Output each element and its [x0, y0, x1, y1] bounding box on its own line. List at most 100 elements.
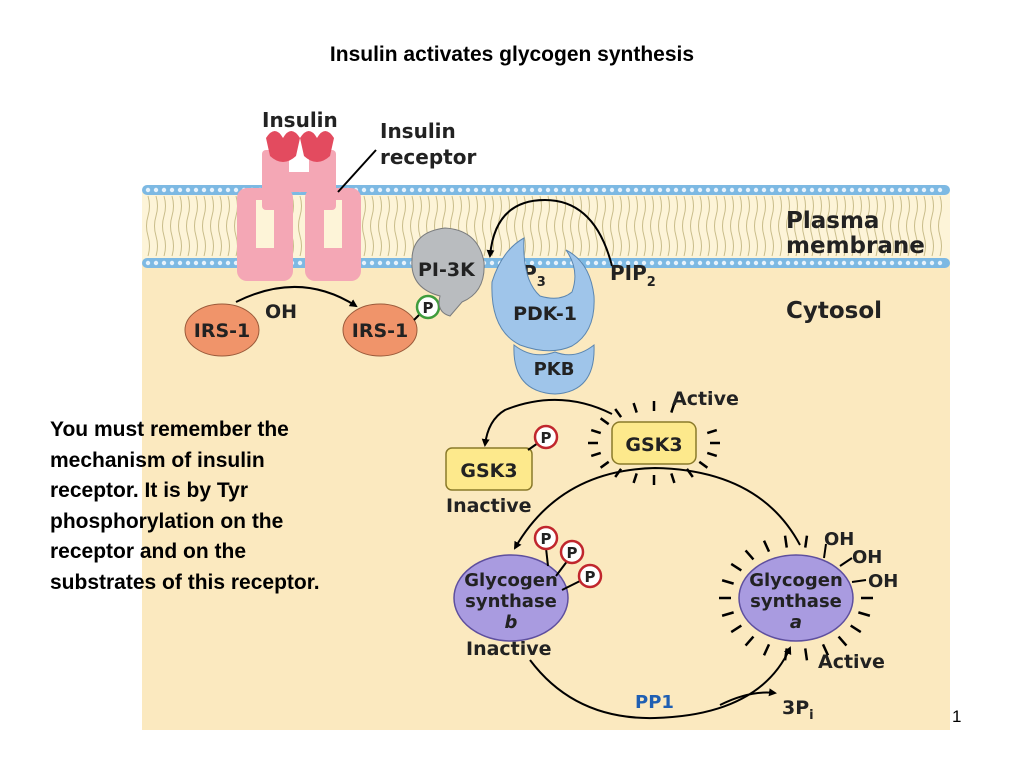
gs-b-label-1: Glycogen [464, 570, 558, 591]
activity-ray [762, 643, 771, 656]
membrane-head-dot [617, 187, 623, 193]
pi3k-label: PI-3K [418, 259, 476, 281]
membrane-head-dot [721, 187, 727, 193]
membrane-lipid-tail [738, 195, 742, 257]
membrane-head-dot [913, 187, 919, 193]
membrane-head-dot [729, 260, 735, 266]
membrane-lipid-tail [922, 195, 926, 257]
membrane-lipid-tail [386, 195, 390, 257]
membrane-head-dot [929, 187, 935, 193]
gs-phospho-badge-3 [577, 563, 603, 589]
membrane-lipid-tail [634, 195, 638, 257]
membrane-head-dot [409, 187, 415, 193]
insulin-receptor [237, 150, 361, 281]
membrane-lipid-tail [706, 195, 710, 257]
membrane-lipid-tail [186, 195, 190, 257]
membrane-head-dot [225, 187, 231, 193]
membrane-lipid-tail [850, 195, 854, 257]
membrane-lipid-tail [154, 195, 158, 257]
activity-ray [614, 408, 623, 418]
activity-ray [599, 417, 610, 426]
membrane-head-dot [793, 187, 799, 193]
membrane-lipid-tail [586, 195, 590, 257]
membrane-head-dot [513, 187, 519, 193]
gs-a-label-3: a [790, 612, 802, 633]
membrane-lipid-tail [546, 195, 550, 257]
membrane-head-dot [537, 187, 543, 193]
membrane-lipid-tail [754, 195, 758, 257]
membrane-head-dot [201, 187, 207, 193]
membrane-lipid-tail [210, 195, 214, 257]
membrane-head-dot [489, 260, 495, 266]
membrane-lipid-tail [578, 195, 582, 257]
membrane-lipid-tail [914, 195, 918, 257]
membrane-head-dot [673, 260, 679, 266]
membrane-head-dot [537, 260, 543, 266]
membrane-lipid-tail [642, 195, 646, 257]
activity-ray [706, 451, 718, 458]
membrane-head-dot [657, 260, 663, 266]
membrane-lipid-tail [714, 195, 718, 257]
gs-oh-label-3: OH [868, 571, 898, 592]
gs-a-label-1: Glycogen [749, 570, 843, 591]
active-gsk3-label: GSK3 [625, 434, 682, 456]
membrane-lipid-tail [490, 195, 494, 257]
membrane-head-dot [897, 187, 903, 193]
membrane-head-dot [641, 187, 647, 193]
membrane-head-dot [657, 187, 663, 193]
membrane-head-dot [209, 187, 215, 193]
membrane-lipid-tail [770, 195, 774, 257]
membrane-head-dot [145, 187, 151, 193]
membrane-lipid-tail [202, 195, 206, 257]
membrane-head-dot [185, 260, 191, 266]
membrane-head-dot [401, 260, 407, 266]
membrane-head-dot [593, 187, 599, 193]
activity-ray [804, 648, 809, 661]
membrane-lipid-tail [658, 195, 662, 257]
membrane-lipid-tail [786, 195, 790, 257]
gsk3-inactivation-arrow [481, 398, 613, 447]
membrane-head-dot [841, 260, 847, 266]
irs1-phospho-badge [415, 294, 441, 320]
activity-ray [632, 402, 638, 413]
membrane-head-dot [577, 187, 583, 193]
membrane-lipid-tail [746, 195, 750, 257]
membrane-head-dot [761, 260, 767, 266]
membrane-head-dot [833, 187, 839, 193]
membrane-head-dot [697, 260, 703, 266]
membrane-lipid-tail [170, 195, 174, 257]
membrane-head-dot [633, 187, 639, 193]
membrane-lipid-tail [906, 195, 910, 257]
membrane-head-dot [425, 187, 431, 193]
membrane-head-dot [569, 187, 575, 193]
membrane-head-dot [217, 187, 223, 193]
membrane-head-dot [841, 187, 847, 193]
pi-release-arrow [719, 688, 777, 706]
membrane-lipid-tail [618, 195, 622, 257]
membrane-lipid-tail [818, 195, 822, 257]
membrane-head-dot [161, 260, 167, 266]
membrane-lipid-tail [730, 195, 734, 257]
pkb-node [513, 344, 595, 395]
membrane-head-dot [489, 187, 495, 193]
irs1-left-label: IRS-1 [194, 320, 251, 342]
membrane-head-dot [161, 187, 167, 193]
membrane-head-dot [905, 260, 911, 266]
activity-ray [821, 643, 830, 656]
membrane-head-dot [889, 260, 895, 266]
membrane-head-dot [185, 187, 191, 193]
membrane-head-dot [609, 187, 615, 193]
membrane-lipid-tail [370, 195, 374, 257]
membrane-head-dot [681, 260, 687, 266]
membrane-head-dot [881, 187, 887, 193]
membrane-head-dot [777, 187, 783, 193]
membrane-head-dot [849, 260, 855, 266]
activity-ray [632, 473, 638, 484]
pkb-label: PKB [534, 359, 575, 380]
membrane-head-dot [769, 187, 775, 193]
membrane-lipid-tail [722, 195, 726, 257]
activity-ray [590, 428, 602, 435]
membrane-lipid-tail [626, 195, 630, 257]
membrane-lipid-tail [650, 195, 654, 257]
note-line-4: phosphorylation on the [50, 509, 284, 533]
